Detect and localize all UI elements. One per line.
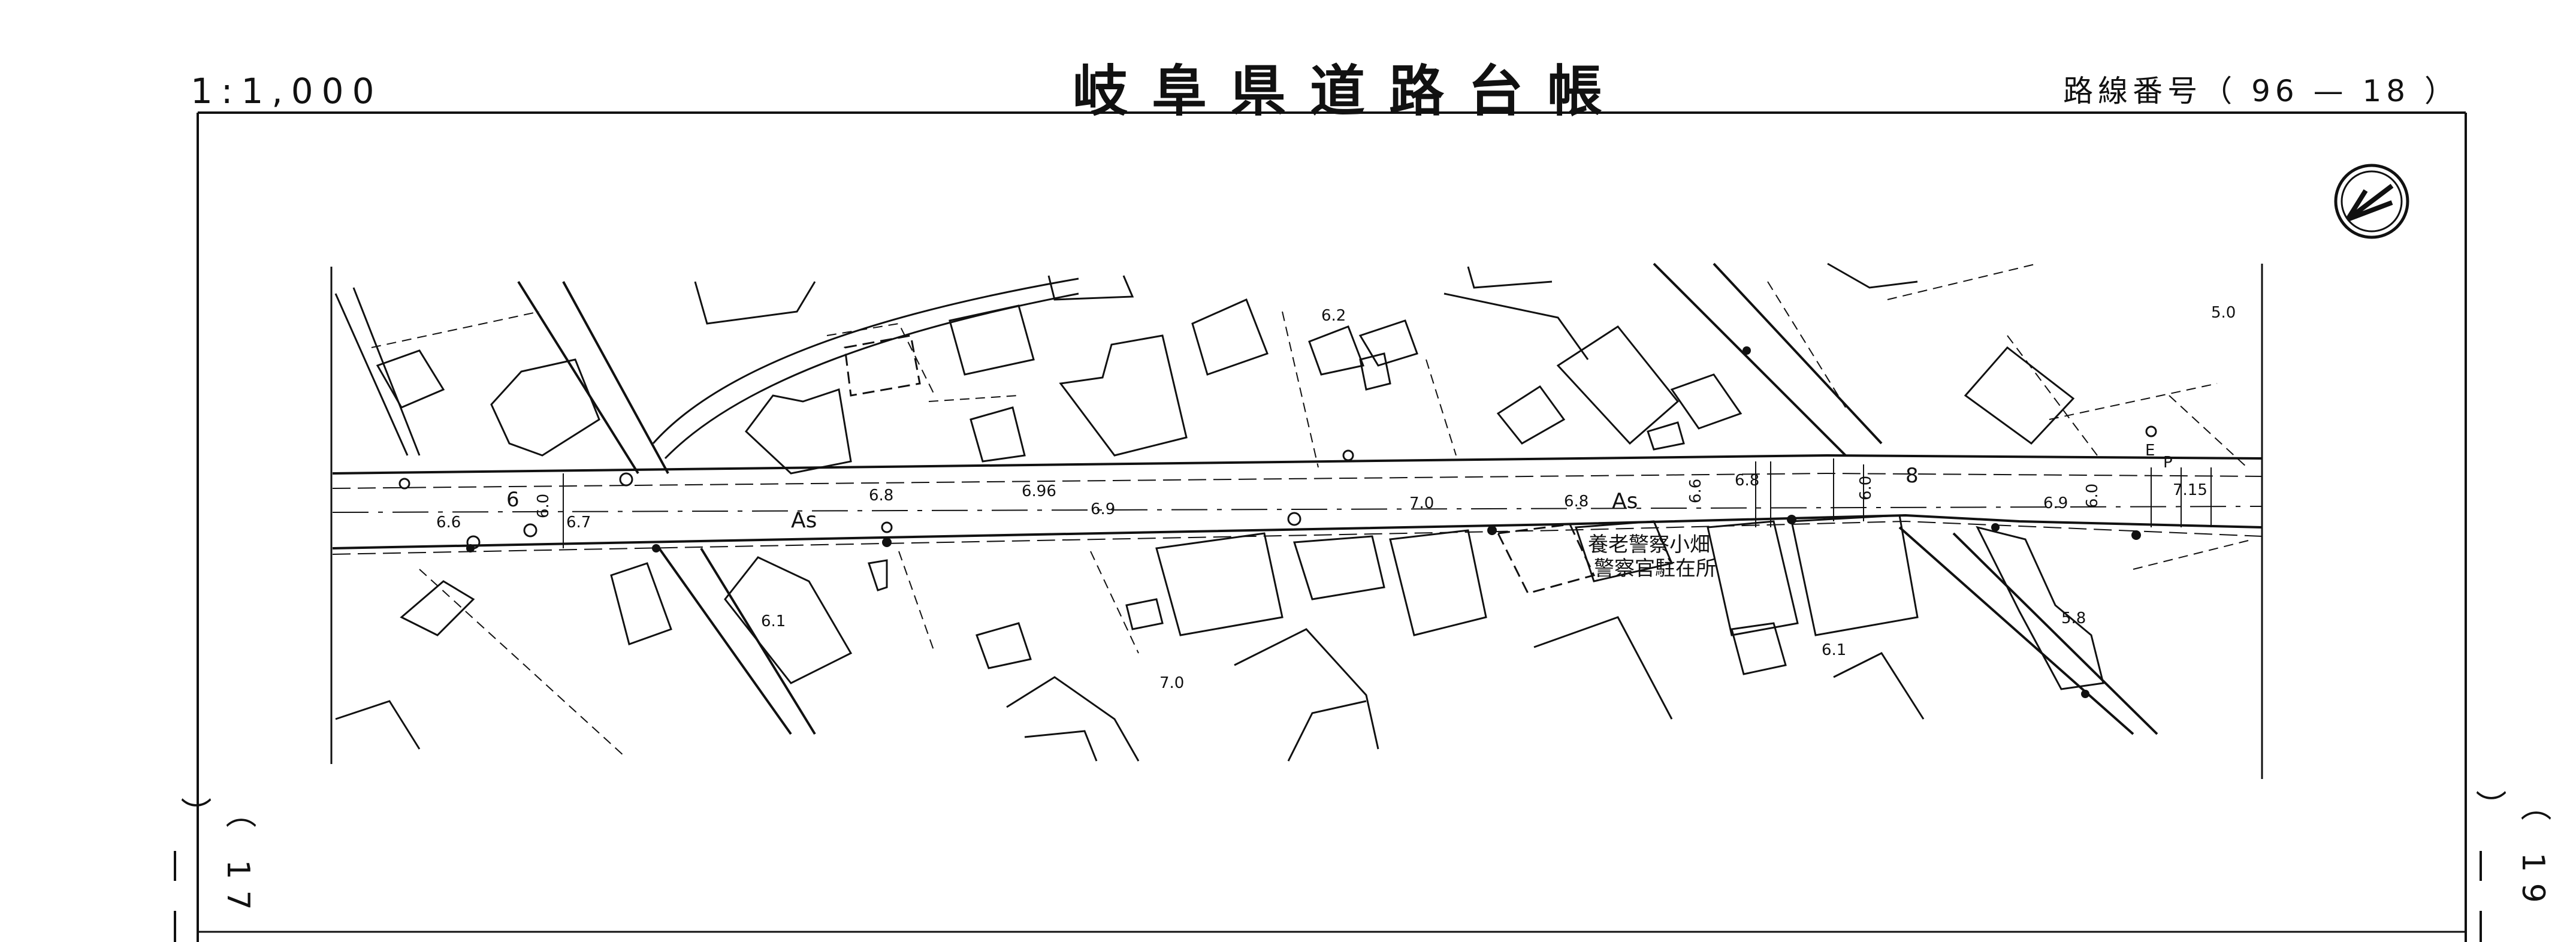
- map-labels: 養老警察小畑 警察官駐在所 As As 6.6 6.7 6.0 6 6.8 6.…: [436, 304, 2236, 692]
- road-width-label: 6.9: [1091, 500, 1115, 518]
- road-width-label: 6.9: [2043, 494, 2068, 512]
- road-width-label: 6.8: [869, 487, 893, 505]
- page-number-right: （ 19 ）: [2470, 790, 2551, 914]
- page-number-left: （ 17 ）: [175, 797, 256, 921]
- map-mark: P: [2163, 454, 2173, 472]
- road-width-label: 6: [506, 488, 520, 512]
- road-width-label: 6.6: [1687, 479, 1705, 503]
- road-width-label: 6.8: [1564, 493, 1589, 511]
- map-scale: 1:1,000: [191, 71, 383, 111]
- road-width-label: 6.96: [1022, 482, 1056, 500]
- elevation-label: 5.0: [2211, 304, 2236, 322]
- elevation-label: 7.0: [1159, 674, 1184, 692]
- road-width-label: 8: [1905, 464, 1919, 488]
- elevation-label: 5.8: [2061, 609, 2086, 627]
- road-width-label: 6.0: [2083, 484, 2101, 508]
- pavement-label: As: [1612, 489, 1638, 514]
- police-box-label: 養老警察小畑: [1588, 533, 1710, 557]
- road-width-label: 6.0: [1857, 476, 1875, 500]
- route-number: 路線番号（ 96 — 18 ）: [2063, 74, 2459, 108]
- sheet-frame: [174, 111, 2482, 942]
- pavement-label: As: [791, 508, 817, 533]
- map-mark: E: [2145, 442, 2155, 460]
- map-small-circles: [398, 425, 2157, 550]
- elevation-label: 6.1: [1822, 641, 1846, 659]
- map-markers: [466, 346, 2141, 698]
- road-width-label: 7.15: [2173, 481, 2207, 499]
- road-width-label: 6.6: [436, 514, 461, 532]
- road-width-label: 6.0: [534, 494, 552, 518]
- road-width-label: 7.0: [1409, 494, 1434, 512]
- north-arrow-icon: [2334, 164, 2409, 239]
- road-width-label: 6.7: [566, 514, 591, 532]
- elevation-label: 6.2: [1321, 307, 1346, 325]
- road-width-label: 6.8: [1735, 472, 1759, 490]
- elevation-label: 6.1: [761, 612, 786, 630]
- police-box-label: 警察官駐在所: [1594, 557, 1716, 581]
- map-drawing: [330, 262, 2263, 779]
